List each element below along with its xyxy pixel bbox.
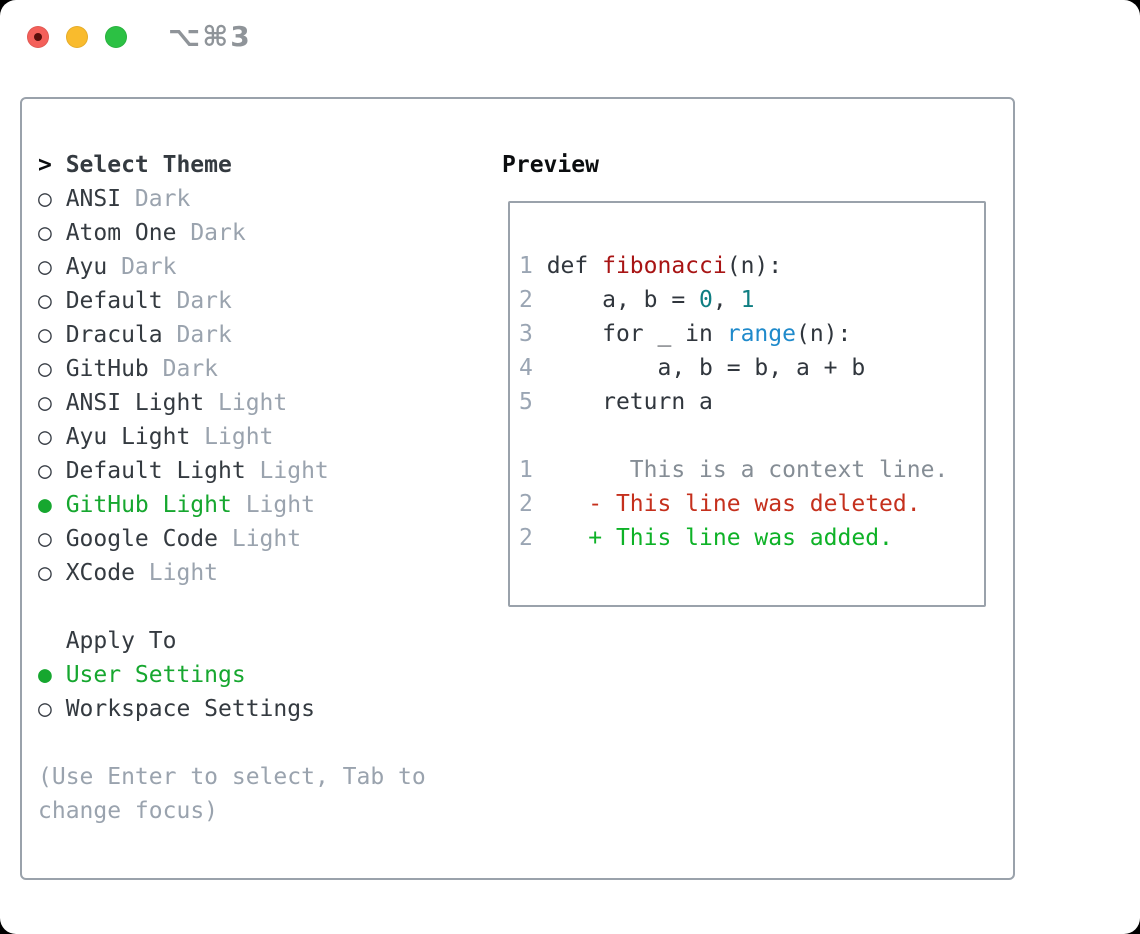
theme-option-github[interactable]: ○ GitHub Dark: [38, 352, 498, 386]
code-token-gut: 2: [519, 491, 547, 517]
theme-variant-tag: Dark: [190, 220, 246, 246]
zoom-button[interactable]: [105, 26, 127, 48]
theme-option-label: GitHub: [65, 356, 149, 382]
window-title-shortcut: ⌥⌘3: [168, 20, 252, 53]
close-button[interactable]: [27, 26, 49, 48]
theme-variant-tag: Dark: [162, 356, 219, 382]
theme-option-github-light[interactable]: ● GitHub Light Light: [38, 488, 498, 522]
theme-variant-tag: Light: [231, 526, 302, 552]
theme-option-atom-one[interactable]: ○ Atom One Dark: [38, 216, 498, 250]
code-token-gut: 4: [519, 355, 547, 381]
code-token-num: 0: [699, 287, 713, 313]
radio-empty-icon: ○: [38, 696, 52, 722]
theme-variant-tag: Light: [259, 458, 329, 484]
radio-empty-icon: ○: [38, 356, 52, 382]
preview-pane: 1 def fibonacci(n): 2 a, b = 0, 1 3 for …: [508, 201, 986, 607]
theme-variant-tag: Light: [204, 424, 274, 450]
code-token-plain: def: [546, 253, 603, 279]
radio-empty-icon: ○: [38, 186, 52, 212]
theme-option-default-light[interactable]: ○ Default Light Light: [38, 454, 498, 488]
code-token-gut: 3: [519, 321, 547, 347]
theme-option-ayu-light[interactable]: ○ Ayu Light Light: [38, 420, 498, 454]
theme-option-label: Ayu Light: [65, 424, 191, 450]
theme-option-dracula[interactable]: ○ Dracula Dark: [38, 318, 498, 352]
theme-option-google-code[interactable]: ○ Google Code Light: [38, 522, 498, 556]
theme-variant-tag: Light: [148, 560, 219, 586]
theme-option-label: GitHub Light: [65, 492, 232, 518]
radio-empty-icon: ○: [38, 560, 52, 586]
theme-option-label: Ayu: [65, 254, 108, 280]
theme-option-ansi[interactable]: ○ ANSI Dark: [38, 182, 498, 216]
code-token-plain: (n):: [795, 321, 852, 347]
apply-to-header: Apply To: [38, 624, 498, 658]
radio-selected-icon: ●: [38, 492, 52, 518]
code-token-plain: (n):: [726, 253, 783, 279]
preview-title: Preview: [502, 152, 599, 178]
spacer: [38, 590, 498, 624]
code-token-gut: 2: [519, 525, 547, 551]
code-token-func: fibonacci: [602, 253, 727, 279]
code-token-blt: range: [726, 321, 796, 347]
code-token-del: - This line was deleted.: [546, 491, 921, 517]
titlebar: ⌥⌘3: [0, 0, 1140, 75]
theme-variant-tag: Dark: [134, 186, 191, 212]
radio-empty-icon: ○: [38, 390, 52, 416]
theme-variant-tag: Dark: [176, 288, 232, 314]
code-token-gut: 1: [519, 457, 547, 483]
theme-option-label: Google Code: [65, 526, 219, 552]
code-preview: 1 def fibonacci(n): 2 a, b = 0, 1 3 for …: [510, 203, 984, 555]
theme-option-label: Atom One: [65, 220, 177, 246]
apply-option-label: Workspace Settings: [65, 696, 315, 722]
radio-empty-icon: ○: [38, 322, 52, 348]
code-token-plain: a, b = b, a + b: [546, 355, 866, 381]
code-token-ctx: This is a context line.: [546, 457, 949, 483]
code-token-gut: 2: [519, 287, 547, 313]
theme-option-label: XCode: [65, 560, 135, 586]
apply-to-title: Apply To: [65, 628, 177, 654]
theme-option-label: Default Light: [65, 458, 246, 484]
theme-variant-tag: Light: [218, 390, 288, 416]
theme-variant-tag: Light: [245, 492, 315, 518]
theme-option-label: Default: [65, 288, 163, 314]
code-token-gut: 5: [519, 389, 547, 415]
theme-option-label: ANSI Light: [65, 390, 205, 416]
code-token-plain: a, b =: [546, 287, 700, 313]
focus-caret-icon: >: [38, 152, 52, 178]
radio-empty-icon: ○: [38, 424, 52, 450]
theme-option-label: ANSI: [65, 186, 122, 212]
code-token-plain: ,: [712, 287, 741, 313]
theme-variant-tag: Dark: [176, 322, 232, 348]
radio-empty-icon: ○: [38, 254, 52, 280]
radio-selected-icon: ●: [38, 662, 52, 688]
select-theme-title: Select Theme: [65, 152, 232, 178]
apply-option-user-settings[interactable]: ● User Settings: [38, 658, 498, 692]
code-token-plain: for _ in: [546, 321, 727, 347]
code-token-add: + This line was added.: [546, 525, 893, 551]
theme-option-ayu[interactable]: ○ Ayu Dark: [38, 250, 498, 284]
radio-empty-icon: ○: [38, 220, 52, 246]
minimize-button[interactable]: [66, 26, 88, 48]
radio-empty-icon: ○: [38, 458, 52, 484]
theme-option-ansi-light[interactable]: ○ ANSI Light Light: [38, 386, 498, 420]
theme-option-default[interactable]: ○ Default Dark: [38, 284, 498, 318]
theme-option-label: Dracula: [65, 322, 163, 348]
apply-option-label: User Settings: [65, 662, 246, 688]
code-token-num: 1: [740, 287, 755, 313]
apply-option-workspace-settings[interactable]: ○ Workspace Settings: [38, 692, 498, 726]
radio-empty-icon: ○: [38, 288, 52, 314]
code-token-plain: return a: [546, 389, 713, 415]
theme-option-xcode[interactable]: ○ XCode Light: [38, 556, 498, 590]
theme-variant-tag: Dark: [121, 254, 177, 280]
select-theme-header: > Select Theme: [38, 148, 498, 182]
radio-empty-icon: ○: [38, 526, 52, 552]
keyboard-hint: (Use Enter to select, Tab to change focu…: [38, 764, 426, 824]
code-token-gut: 1: [519, 253, 547, 279]
